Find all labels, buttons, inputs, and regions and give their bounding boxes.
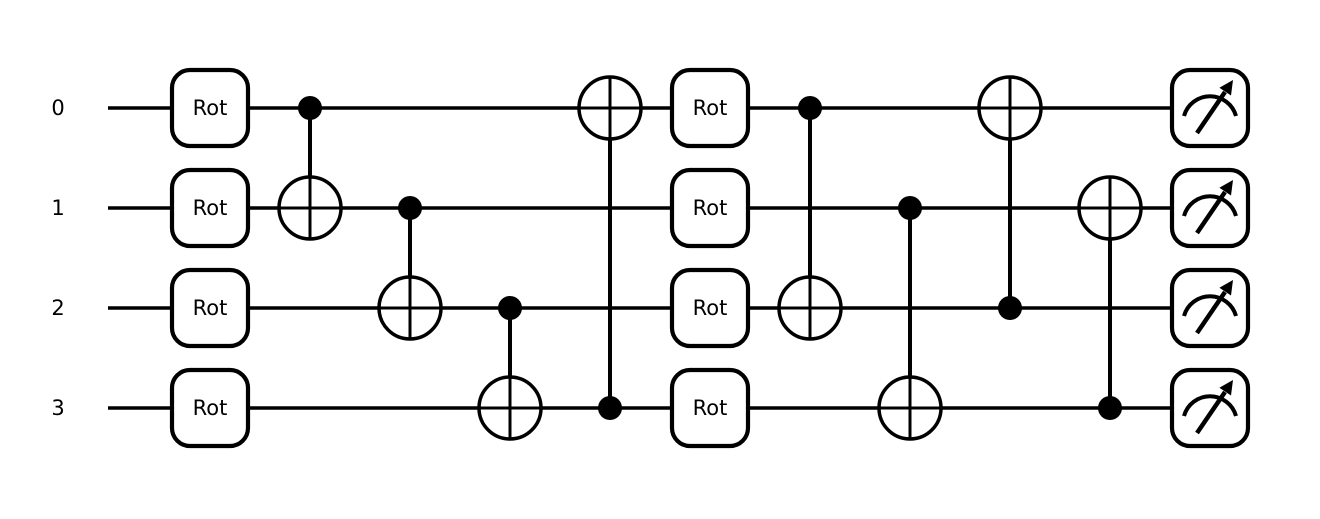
cnot-gate (777, 96, 843, 341)
measure-gauge-needle (1195, 390, 1227, 435)
cnot-gate (577, 75, 643, 420)
measure-gauge-needle (1195, 90, 1227, 135)
cnot-gate (977, 75, 1043, 320)
measure-gauge-arrowhead (1219, 180, 1233, 196)
rot-gate-box (169, 267, 251, 349)
measure-gauge-arrowhead (1219, 280, 1233, 296)
measure-gauge-icon (1182, 80, 1238, 135)
measurement-gate (1169, 367, 1251, 449)
cnot-target (277, 175, 343, 241)
cnot-gate (477, 296, 543, 441)
measure-gauge-arc (1182, 394, 1238, 417)
measure-gate-box (1169, 367, 1251, 449)
rot-gate: Rot (169, 67, 251, 149)
cnot-target (477, 375, 543, 441)
cnot-target (1077, 175, 1143, 241)
wire-label: 1 (51, 196, 64, 220)
wire-label: 2 (51, 296, 64, 320)
rot-gate: Rot (169, 267, 251, 349)
measure-gate-box (1169, 67, 1251, 149)
rot-gate: Rot (669, 267, 751, 349)
measure-gauge-icon (1182, 180, 1238, 235)
cnot-gate (377, 196, 443, 341)
wire-group: 3 (51, 396, 1210, 420)
measure-gauge-arc (1182, 94, 1238, 117)
rot-gate-label: Rot (693, 296, 728, 320)
cnot-target (577, 75, 643, 141)
cnot-control-dot (298, 96, 322, 120)
measure-gauge-needle (1195, 190, 1227, 235)
rot-gate-box (669, 367, 751, 449)
rot-gate-box (169, 67, 251, 149)
measure-gate-box (1169, 167, 1251, 249)
cnot-gate (877, 196, 943, 441)
rot-gate-box (669, 267, 751, 349)
wire-label: 0 (51, 96, 64, 120)
cnot-control-dot (998, 296, 1022, 320)
rot-gate-label: Rot (193, 396, 228, 420)
cnot-control-dot (498, 296, 522, 320)
cnot-control-dot (398, 196, 422, 220)
rot-gate-box (669, 167, 751, 249)
rot-gate-box (169, 167, 251, 249)
rot-gate-label: Rot (693, 396, 728, 420)
wire-label: 3 (51, 396, 64, 420)
rot-gate: Rot (169, 367, 251, 449)
rot-gate: Rot (169, 167, 251, 249)
cnot-control-dot (1098, 396, 1122, 420)
cnot-target (777, 275, 843, 341)
rot-gate: Rot (669, 67, 751, 149)
rot-gate-label: Rot (193, 296, 228, 320)
rot-gate-box (169, 367, 251, 449)
cnot-control-dot (898, 196, 922, 220)
measurement-gate (1169, 267, 1251, 349)
rot-gate-box (669, 67, 751, 149)
measure-gauge-arrowhead (1219, 80, 1233, 96)
measure-gauge-needle (1195, 290, 1227, 335)
measure-gauge-icon (1182, 380, 1238, 435)
cnot-target (377, 275, 443, 341)
cnot-control-dot (798, 96, 822, 120)
wire-group: 2 (51, 296, 1210, 320)
rot-gate: Rot (669, 367, 751, 449)
cnot-gate (1077, 175, 1143, 420)
rot-gate-label: Rot (693, 96, 728, 120)
measure-gauge-arc (1182, 294, 1238, 317)
rot-gate-label: Rot (693, 196, 728, 220)
measure-gate-box (1169, 267, 1251, 349)
cnot-control-dot (598, 396, 622, 420)
measurement-gate (1169, 67, 1251, 149)
rot-gate-label: Rot (193, 196, 228, 220)
rot-gate: Rot (669, 167, 751, 249)
cnot-gate (277, 96, 343, 241)
cnot-target (977, 75, 1043, 141)
measure-gauge-icon (1182, 280, 1238, 335)
rot-gate-label: Rot (193, 96, 228, 120)
measurement-gate (1169, 167, 1251, 249)
cnot-target (877, 375, 943, 441)
measure-gauge-arrowhead (1219, 380, 1233, 396)
measure-gauge-arc (1182, 194, 1238, 217)
